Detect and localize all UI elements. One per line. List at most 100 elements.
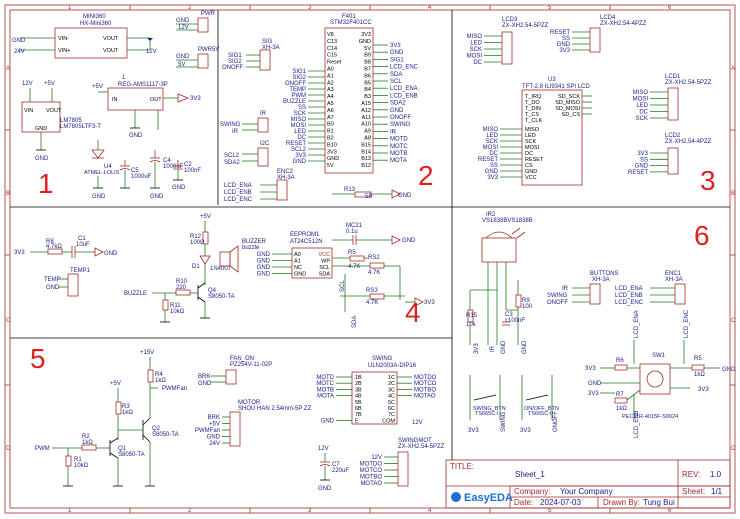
u4-net-gnd: GND [92, 194, 106, 200]
eeprom-net: GND [257, 259, 271, 265]
u3-main-pin: SCK [525, 139, 537, 145]
r3-val: 1kΩ [122, 410, 133, 416]
mcu-right-pin: B12 [361, 163, 371, 169]
mcu-left-pin: A4 [327, 94, 334, 100]
motor-net: 24V [209, 441, 220, 447]
enc1-net-enb: LCD_ENB [615, 293, 643, 299]
c5-ref: C5 [131, 168, 139, 174]
enc-net-3v3-3: 3V3 [698, 387, 709, 393]
mcu-left-pin: A2 [327, 80, 334, 86]
lcd4-net: GND [557, 42, 571, 48]
enc2-part: XH-3A [277, 175, 295, 181]
ruler-col-1-bottom: 1 [68, 508, 72, 514]
buttons-net-ir: IR [562, 286, 569, 292]
ruler-row-a-right: A [731, 66, 735, 72]
section-number-5: 5 [30, 343, 46, 374]
mcu-right-pin: B5 [364, 80, 371, 86]
motor-net: BRK [208, 415, 220, 421]
pwr-connector: PWR GND 12V [176, 11, 216, 33]
lcd2-ref: LCD2 [665, 133, 681, 139]
uln-left-pin: 6B [355, 406, 362, 412]
swing-part: ULN2003A-DIP16 [368, 363, 417, 369]
ams1117-regulator: 1 REG-AMS1117-3P IN OUT +5V 3V3 GND [92, 75, 201, 139]
mcu-right-net: MOTB [390, 151, 407, 157]
lcd4-net: 3V3 [559, 48, 570, 54]
ruler-col-3-bottom: 3 [308, 508, 312, 514]
mcu-left-pin: B0 [327, 122, 334, 128]
enc2-net-enb: LCD_ENB [224, 190, 252, 196]
mcu-right-net: SWING [390, 122, 411, 128]
r10-ref: R10 [176, 279, 188, 285]
drawn-value: Tung Bui [643, 498, 675, 507]
c4-net-gnd: GND [150, 194, 164, 200]
lcd3-net: MISO [467, 34, 483, 40]
sheet-frame [4, 4, 736, 514]
uln-right-pin: 4C [388, 394, 395, 400]
r4-val: 1kΩ [155, 378, 166, 384]
r10-val: 220 [176, 285, 187, 291]
mcu-left-net: ONOFF [285, 81, 306, 87]
ir-net-ir: IR [232, 129, 239, 135]
r8-ref: R8 [46, 239, 54, 245]
ir2-net-ir: IR [490, 345, 496, 352]
c2-net-gnd: GND [172, 185, 186, 191]
mcu-right-pin: B4 [364, 87, 371, 93]
d1-ref: D1 [192, 264, 200, 270]
reg-net-3v3: 3V3 [190, 96, 201, 102]
mcu-right-pin: B6 [364, 73, 371, 79]
swing-btn-part: TS665C-I [475, 411, 499, 417]
ir2-part: VS1838BVS1838B [482, 218, 533, 224]
mcu-left-net: MOSI [291, 123, 307, 129]
enc-net-gnd2: GND [722, 367, 736, 373]
onoff-btn-ref: ON/OFF_BTN [524, 406, 559, 412]
u3-main-pin: VCC [525, 175, 537, 181]
mcu-right-net: SDA [390, 72, 402, 78]
mcu-left-net: PWM [291, 93, 306, 99]
buttons-net-swing: SWING [547, 293, 568, 299]
u3-net: 3V3 [487, 175, 498, 181]
u3-net: MOSI [483, 145, 499, 151]
buzzer-ref: BUZZER [242, 239, 267, 245]
date-value: 2024-07-03 [540, 498, 581, 507]
mcu-right-pin: B14 [361, 149, 371, 155]
enc-net-enb: LCD_ENB [634, 410, 640, 438]
resistor-r13: R13 5R GND [332, 187, 412, 200]
rev-value: 1.0 [710, 470, 722, 479]
q4-val: S8050-TA [208, 294, 235, 300]
ruler-col-2-bottom: 2 [188, 508, 192, 514]
q2-ref: Q2 [152, 426, 161, 432]
swingmot-net: MOTBO [360, 475, 382, 481]
drive-net-pwmfan: PWMFan [162, 386, 187, 392]
reg-out-pin: OUT [150, 97, 162, 103]
ir-connector: IR SWING IR [220, 111, 269, 135]
r15-val: 10k [466, 322, 477, 328]
lcd2-net: RESET [628, 170, 648, 176]
lm7805-net-5v: +5V [44, 81, 55, 87]
eeprom-net: GND [257, 265, 271, 271]
enc2-net-ena: LCD_ENA [224, 183, 252, 189]
enc2-net-enc: LCD_ENC [224, 197, 253, 203]
ruler-col-4-bottom: 4 [428, 508, 432, 514]
r7-val: 1kΩ [616, 406, 627, 412]
ruler-col-5-bottom: 5 [548, 508, 552, 514]
u3-net: LED [486, 133, 498, 139]
mcu-right-pin: GND [359, 39, 371, 45]
c3-ref: C3 [505, 312, 513, 318]
swing-ref: SWING [372, 356, 393, 362]
mcu-right-net: GND [390, 108, 404, 114]
lcd3-net: SCK [470, 47, 482, 53]
company-label: Company: [514, 487, 550, 496]
mcu-left-pin: B2 [327, 136, 334, 142]
u3-net: DC [489, 151, 498, 157]
lcd1-net: MISO [633, 90, 649, 96]
onoff-button: ON/OFF_BTN TS665C-I 3V3 ONOFF [520, 375, 559, 434]
u3-main-pin: MISO [525, 127, 540, 133]
mcu-left-nets: SIG1SIG2ONOFFTEMPPWMBUZZLESSSCKMISOMOSIL… [283, 69, 325, 165]
fan-connector: FAN_ON PZ254V-11-02P BRK GND [198, 356, 272, 387]
r11-val: 10kΩ [170, 309, 185, 315]
q4-ref: Q4 [208, 288, 217, 294]
lm7805-vout: VOUT [46, 108, 62, 114]
